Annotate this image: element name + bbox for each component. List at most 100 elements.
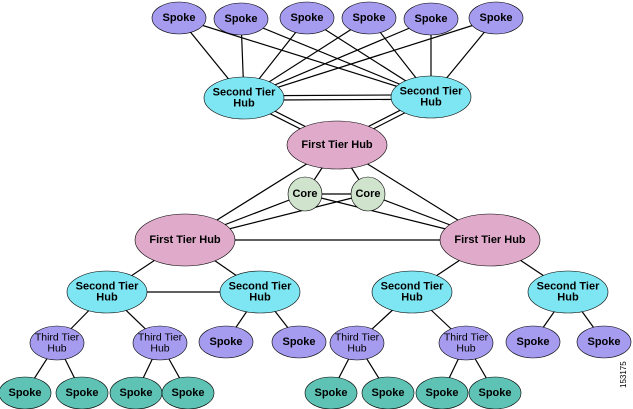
third-tier-hub-node-shape [329,325,385,361]
second-tier-hub-node-shape [371,270,453,314]
second-tier-hub-node-shape [66,270,148,314]
first-tier-hub-node-fR: First Tier Hub [439,213,541,267]
node-label: Spoke [479,12,512,24]
core-node-c2: Core [350,176,386,212]
node-label: Hub [557,292,579,304]
node-label: Hub [96,292,118,304]
node-label: Hub [150,343,169,355]
first-tier-hub-node-fTop: First Tier Hub [286,120,388,170]
spoke-node-shape [151,1,207,35]
spoke-node-g7: Spoke [415,376,469,409]
node-label: Second Tier [400,86,463,98]
spoke-node-g4: Spoke [161,376,215,409]
node-label: Spoke [478,387,511,399]
first-tier-hub-node-shape [134,213,236,267]
spoke-node-shape [0,376,52,409]
spoke-node-sp5: Spoke [403,2,459,36]
node-label: Spoke [425,387,458,399]
node-label: Spoke [314,387,347,399]
node-label: Core [355,188,380,200]
node-label: Hub [401,292,423,304]
spoke-node-sp3: Spoke [279,1,335,35]
second-tier-hub-node-shape [527,270,609,314]
spoke-node-g5: Spoke [304,376,358,409]
third-tier-hub-node-shape [438,325,494,361]
spoke-node-shape [198,325,254,359]
first-tier-hub-node-shape [286,120,388,170]
node-label: Spoke [282,336,315,348]
node-label: Spoke [119,387,152,399]
node-label: Spoke [371,387,404,399]
node-label: Spoke [162,12,195,24]
figure-id: 153175 [619,361,628,388]
spoke-node-g8: Spoke [468,376,522,409]
third-tier-hub-node-shape [132,325,188,361]
node-label: Third Tier [335,332,380,344]
node-label: Spoke [414,13,447,25]
spoke-node-sp1: Spoke [151,1,207,35]
node-label: Spoke [8,387,41,399]
node-label: Spoke [171,387,204,399]
node-label: Hub [47,343,66,355]
spoke-node-shape [468,376,522,409]
node-label: Core [292,188,317,200]
node-label: Third Tier [444,332,489,344]
spoke-node-g2: Spoke [55,376,109,409]
spoke-node-sb4: Spoke [576,325,632,359]
node-label: Spoke [516,336,549,348]
spoke-node-g3: Spoke [109,376,163,409]
spoke-node-g6: Spoke [361,376,415,409]
node-label: Spoke [587,336,620,348]
node-label: Hub [420,97,442,109]
spoke-node-sp2: Spoke [213,2,269,36]
node-label: Second Tier [213,87,276,99]
node-label: Second Tier [76,281,139,293]
node-label: First Tier Hub [301,139,373,151]
spoke-node-shape [161,376,215,409]
node-label: First Tier Hub [454,234,526,246]
spoke-node-sp6: Spoke [468,1,524,35]
third-tier-hub-node-shape [29,325,85,361]
core-node-shape [350,176,386,212]
node-label: Second Tier [537,281,600,293]
node-label: Second Tier [229,281,292,293]
second-tier-hub-node-shape [219,270,301,314]
node-label: Spoke [352,12,385,24]
core-node-shape [287,176,323,212]
node-label: Spoke [209,336,242,348]
spoke-node-shape [576,325,632,359]
spoke-node-shape [304,376,358,409]
node-label: Hub [233,98,255,110]
spoke-node-shape [55,376,109,409]
spoke-node-shape [415,376,469,409]
spoke-node-sb1: Spoke [198,325,254,359]
node-label: Spoke [65,387,98,399]
first-tier-hub-node-shape [439,213,541,267]
node-label: Spoke [290,12,323,24]
second-tier-hub-node-shape [390,75,472,119]
spoke-node-shape [271,325,327,359]
spoke-node-sp4: Spoke [341,1,397,35]
node-label: Spoke [224,13,257,25]
second-tier-hub-node-shape [203,76,285,120]
link-sp1-h2R [178,17,432,98]
spoke-node-shape [279,1,335,35]
node-label: Third Tier [138,332,183,344]
spoke-node-shape [505,325,561,359]
spoke-node-shape [341,1,397,35]
spoke-node-sb3: Spoke [505,325,561,359]
first-tier-hub-node-fL: First Tier Hub [134,213,236,267]
node-label: Hub [456,343,475,355]
node-label: Second Tier [381,281,444,293]
spoke-node-g1: Spoke [0,376,52,409]
